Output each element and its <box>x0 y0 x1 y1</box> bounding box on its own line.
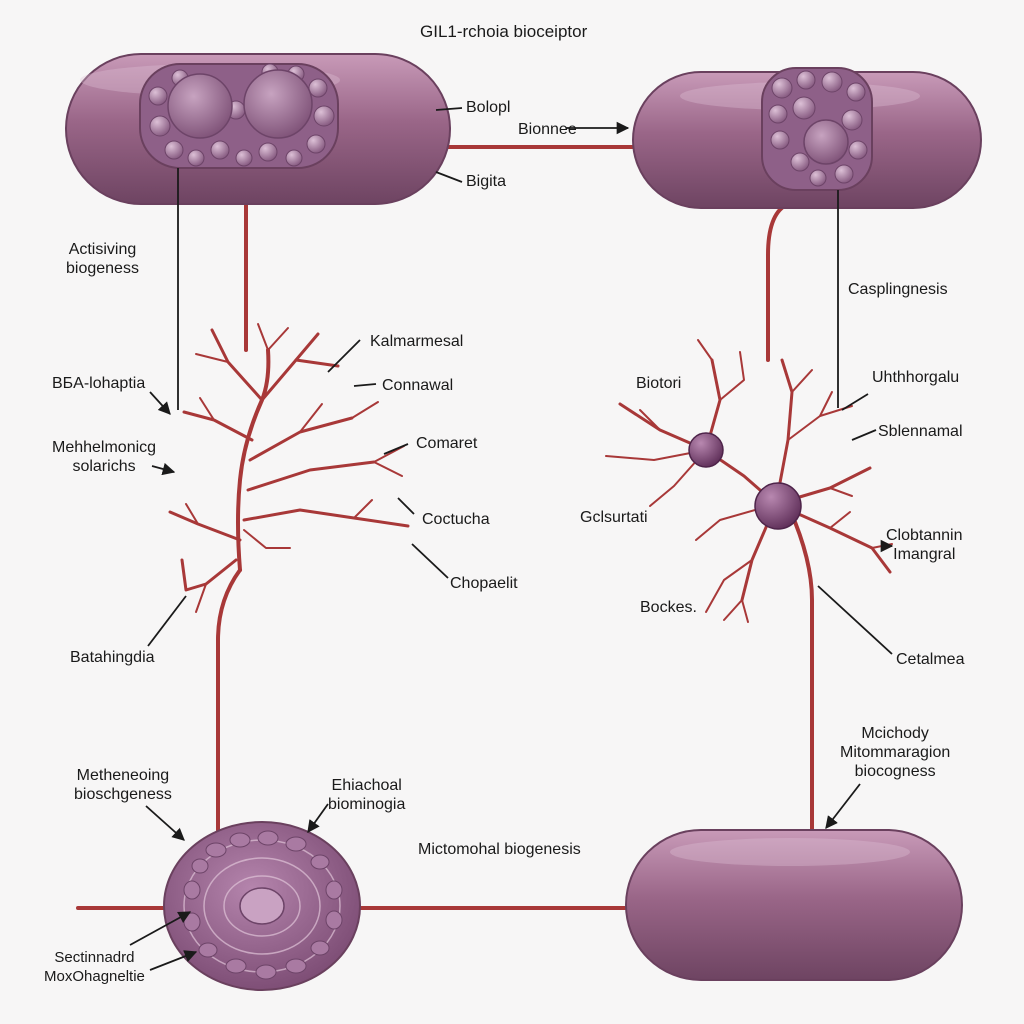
label-bionnee: Bionnee <box>518 121 577 138</box>
label-biotori: Biotori <box>636 375 682 392</box>
label-mictomohal-biogenesis: Mictomohal biogenesis <box>418 841 581 858</box>
left-dendrite-tree <box>168 323 410 613</box>
label-ehiachoal-biominogia: Ehiachoal biominogia <box>328 777 406 813</box>
bottom-right-cell <box>625 829 963 981</box>
label-clobtannin-imangral: Clobtannin Imangral <box>886 527 963 563</box>
right-lower-axon <box>788 508 814 834</box>
label-bigita: Bigita <box>466 173 507 190</box>
label-activating-biogeness: Actisiving biogeness <box>66 241 139 277</box>
label-coctucha: Coctucha <box>422 511 490 528</box>
label-uhthhorgalu: Uhthhorgalu <box>872 369 960 386</box>
label-comaret: Comaret <box>416 435 478 452</box>
label-mcichody-mitommaragion: Mcichody Mitommaragion biocogness <box>840 725 951 780</box>
left-lower-axon <box>216 568 242 832</box>
label-bolopl: Bolopl <box>466 99 511 116</box>
right-descending-axon <box>766 203 788 362</box>
small-soma <box>688 432 724 468</box>
leader-lines <box>129 107 894 971</box>
label-batahingdia: Batahingdia <box>70 649 155 666</box>
label-sblennamal: Sblennamal <box>878 423 963 440</box>
large-soma <box>754 482 802 530</box>
bottom-left-round-cell <box>163 821 361 991</box>
label-kalmarmesal: Kalmarmesal <box>370 333 464 350</box>
label-chopaelit: Chopaelit <box>450 575 518 592</box>
label-mehhelmonica-solarichs: Mehhelmonicg solarichs <box>52 439 157 475</box>
label-cetalmea: Cetalmea <box>896 651 965 668</box>
label-bsa-lohaptia: BБA-lohaptia <box>52 375 146 392</box>
label-connawal: Connawal <box>382 377 454 394</box>
label-metheneoing-bioschgeness: Metheneoing bioschgeness <box>74 767 172 803</box>
label-sectinnadrd-moxohagneltie: Sectinnadrd MoxOhagneltie <box>44 949 145 985</box>
label-gclsurtati: Gclsurtati <box>580 509 648 526</box>
label-casplingnesis: Casplingnesis <box>848 281 948 298</box>
top-right-cell <box>632 67 982 209</box>
label-bockes: Bockes. <box>640 599 697 616</box>
top-left-cell <box>65 53 451 205</box>
diagram-title: GIL1-rchoia bioceiptor <box>420 22 588 41</box>
